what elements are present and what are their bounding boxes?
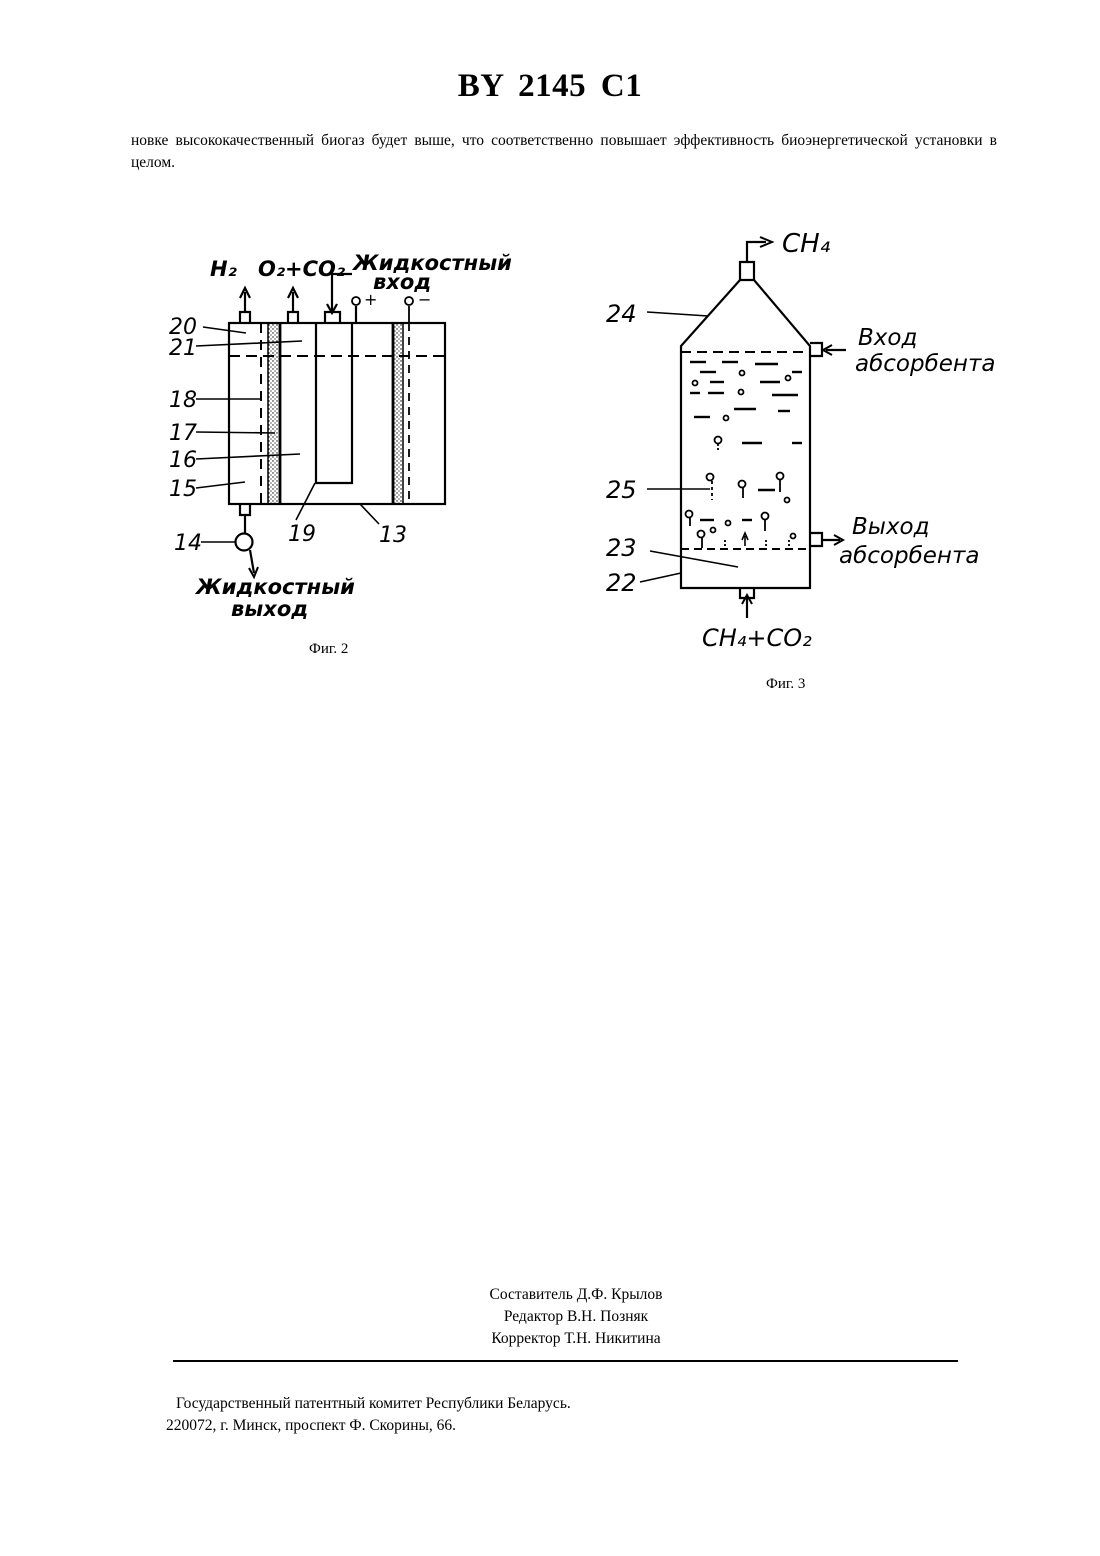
label-25: 25 (606, 476, 637, 504)
label-17: 17 (169, 421, 197, 446)
label-19: 19 (288, 522, 316, 547)
label-14: 14 (174, 531, 202, 556)
figure-3-caption: Фиг. 3 (766, 676, 805, 693)
address-line-1: Государственный патентный комитет Респуб… (166, 1393, 571, 1415)
label-15: 15 (169, 477, 197, 502)
label-23: 23 (606, 534, 637, 562)
label-16: 16 (169, 448, 197, 473)
label-ch4-out: CH₄ (782, 229, 831, 259)
label-absorbent-inlet-1: Вход (858, 325, 917, 351)
liquid-marks (690, 362, 802, 520)
label-21: 21 (169, 336, 197, 361)
label-18: 18 (169, 388, 197, 413)
editor-line: Редактор В.Н. Позняк (52, 1306, 1100, 1328)
compiler-line: Составитель Д.Ф. Крылов (52, 1284, 1100, 1306)
label-h2: H₂ (210, 257, 238, 281)
gas-bubbles (686, 371, 796, 549)
pump-14 (236, 534, 253, 551)
label-22: 22 (606, 569, 637, 597)
figure-2-labels: H₂ O₂+CO₂ Жидкостный вход + − 20 21 18 1… (169, 251, 512, 621)
electrode-19 (316, 323, 352, 483)
corrector-line: Корректор Т.Н. Никитина (52, 1328, 1100, 1350)
label-o2co2: O₂+CO₂ (258, 257, 346, 281)
membrane-right (393, 323, 403, 504)
label-ch4co2-in: CH₄+CO₂ (702, 624, 812, 652)
figure-2-caption: Фиг. 2 (309, 641, 348, 658)
label-liquid-outlet-2: выход (231, 597, 308, 621)
figures-drawing: H₂ O₂+CO₂ Жидкостный вход + − 20 21 18 1… (0, 0, 1100, 760)
label-absorbent-outlet-1: Выход (852, 514, 930, 540)
figure-2-electrolyzer (196, 274, 445, 577)
label-absorbent-outlet-2: абсорбента (839, 543, 979, 569)
label-liquid-outlet-1: Жидкостный (194, 575, 355, 599)
horizontal-rule (173, 1360, 958, 1362)
membrane-17 (268, 323, 280, 504)
publisher-address: Государственный патентный комитет Респуб… (166, 1393, 571, 1437)
label-24: 24 (606, 300, 637, 328)
label-minus: − (418, 290, 431, 309)
label-plus: + (364, 290, 377, 309)
label-13: 13 (379, 523, 407, 548)
label-absorbent-inlet-2: абсорбента (855, 351, 995, 377)
figure-3-absorber (640, 237, 846, 618)
credits-block: Составитель Д.Ф. Крылов Редактор В.Н. По… (0, 1284, 1100, 1350)
address-line-2: 220072, г. Минск, проспект Ф. Скорины, 6… (166, 1415, 571, 1437)
